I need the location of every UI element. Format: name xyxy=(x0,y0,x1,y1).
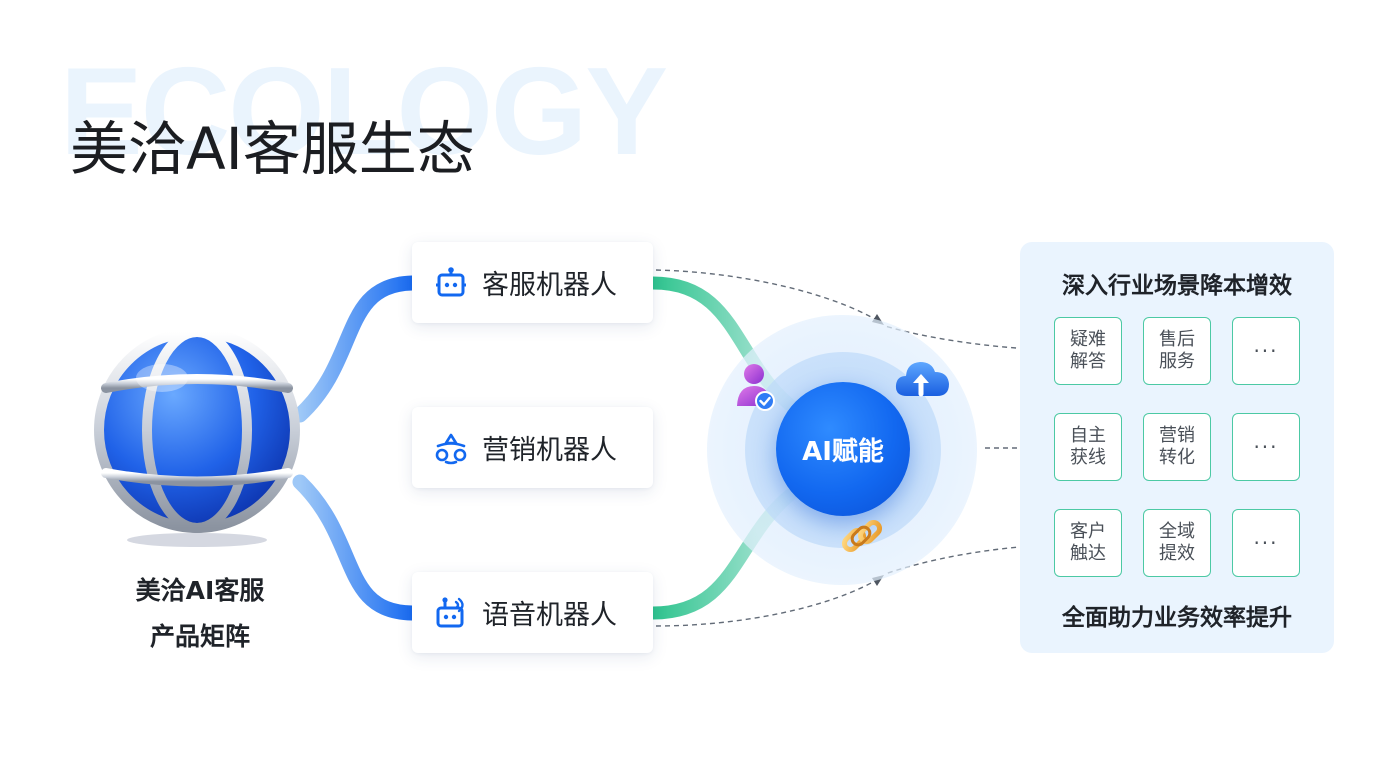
dash-bot1-hub xyxy=(655,269,881,323)
ai-hub: AI赋能 xyxy=(776,382,910,516)
network-icon xyxy=(435,433,467,464)
scenario-panel: 深入行业场景降本增效 疑难解答 售后服务 ··· 自主获线 营销转化 ··· 客… xyxy=(1020,242,1334,653)
panel-title-top: 深入行业场景降本增效 xyxy=(1062,273,1292,299)
tile-line: 服务 xyxy=(1159,351,1195,372)
more-tile[interactable]: ··· xyxy=(1232,317,1300,385)
source-label-line2: 产品矩阵 xyxy=(149,622,250,651)
bot-card-voice[interactable]: 语音机器人 xyxy=(412,572,653,653)
scenario-tile[interactable]: 营销转化 xyxy=(1143,413,1211,481)
source-label: 美洽AI客服 产品矩阵 xyxy=(85,568,315,660)
page-title: 美洽AI客服生态 xyxy=(70,115,475,183)
scenario-tile[interactable]: 疑难解答 xyxy=(1054,317,1122,385)
tile-line: 全域 xyxy=(1159,521,1195,542)
more-icon: ··· xyxy=(1253,339,1279,363)
tile-line: 营销 xyxy=(1159,425,1195,446)
more-tile[interactable]: ··· xyxy=(1232,509,1300,577)
tile-line: 解答 xyxy=(1070,351,1106,372)
tile-line: 售后 xyxy=(1159,329,1195,350)
tile-line: 疑难 xyxy=(1070,329,1106,350)
globe-icon xyxy=(92,318,302,548)
tile-line: 触达 xyxy=(1070,543,1106,564)
bot-card-service[interactable]: 客服机器人 xyxy=(412,242,653,323)
link-source-top xyxy=(292,275,420,423)
scenario-tile[interactable]: 自主获线 xyxy=(1054,413,1122,481)
bot-card-marketing[interactable]: 营销机器人 xyxy=(412,407,653,488)
voice-robot-icon xyxy=(436,596,464,627)
scenario-tile[interactable]: 售后服务 xyxy=(1143,317,1211,385)
dash-bot3-hub xyxy=(655,577,881,627)
more-icon: ··· xyxy=(1253,531,1279,555)
source-label-line1: 美洽AI客服 xyxy=(135,576,265,605)
more-icon: ··· xyxy=(1253,435,1279,459)
scenario-tile[interactable]: 全域提效 xyxy=(1143,509,1211,577)
tile-line: 自主 xyxy=(1070,425,1106,446)
user-verified-icon xyxy=(737,364,775,411)
more-tile[interactable]: ··· xyxy=(1232,413,1300,481)
tile-line: 获线 xyxy=(1070,447,1106,468)
watermark-text: ECOLOGY xyxy=(60,43,668,181)
scenario-tile[interactable]: 客户触达 xyxy=(1054,509,1122,577)
tile-line: 提效 xyxy=(1159,543,1195,564)
tile-line: 客户 xyxy=(1070,521,1106,542)
hub-label: AI赋能 xyxy=(802,436,884,467)
cloud-upload-icon xyxy=(895,362,949,397)
panel-title-bottom: 全面助力业务效率提升 xyxy=(1062,605,1292,631)
chain-link-icon xyxy=(841,519,883,553)
bot-label: 营销机器人 xyxy=(482,435,617,466)
bot-label: 语音机器人 xyxy=(482,600,617,631)
link-source-bottom xyxy=(292,474,420,621)
robot-icon xyxy=(436,266,466,296)
bot-label: 客服机器人 xyxy=(482,270,617,301)
tile-line: 转化 xyxy=(1159,447,1195,468)
